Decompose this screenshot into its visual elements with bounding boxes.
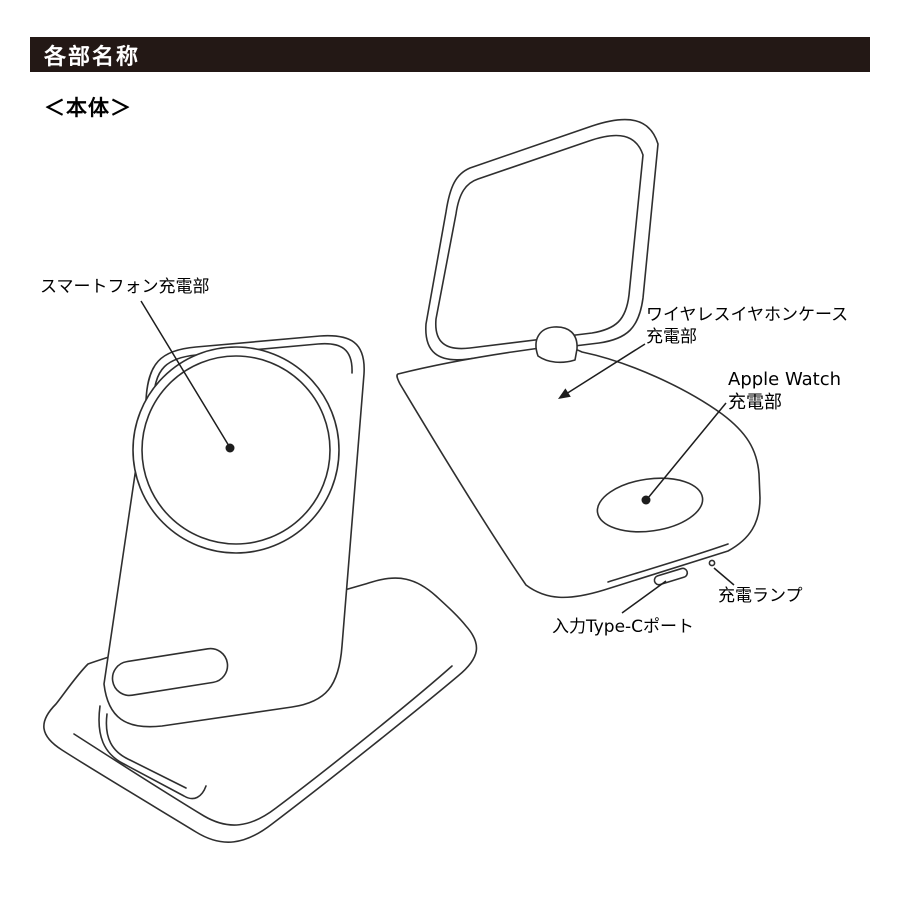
type-c-port-group (653, 567, 689, 586)
section-header-title: 各部名称 (44, 44, 141, 70)
callout-apple-watch-line1: Apple Watch (728, 369, 842, 390)
callout-smartphone-text: スマートフォン充電部 (40, 277, 210, 297)
stand-device (43, 334, 478, 843)
stand-foot-outline (98, 705, 207, 800)
smartphone-leader-line (140, 300, 230, 447)
callout-earphone-charging: ワイヤレスイヤホンケース 充電部 (646, 304, 848, 348)
callout-type-c-port: 入力Type-Cポート (552, 616, 694, 638)
flat-lid-inner-line (435, 134, 644, 350)
hinge-tab (535, 326, 578, 364)
stand-base-thickness-line (73, 665, 453, 826)
flat-lid (425, 118, 659, 361)
flat-base (396, 345, 761, 599)
smartphone-pad-outer-circle (132, 346, 340, 554)
watch-leader-dot (641, 495, 651, 505)
apple-watch-pad (596, 477, 704, 533)
callout-charge-lamp: 充電ランプ (718, 585, 803, 607)
lamp-leader-line (713, 567, 735, 586)
earphone-leader-line (565, 343, 646, 395)
smartphone-pad-inner-circle (141, 355, 331, 545)
callout-smartphone-charging: スマートフォン充電部 (40, 276, 210, 298)
type-c-port (653, 567, 689, 586)
section-header: 各部名称 (30, 37, 870, 72)
flat-base-thickness-line (607, 543, 729, 583)
stand-foot-inner-line (105, 713, 187, 789)
callout-lines (140, 300, 735, 614)
callout-apple-watch-line2: 充電部 (728, 392, 782, 413)
smartphone-leader-dot (225, 443, 235, 453)
subsection-title: ＜本体＞ (44, 96, 132, 120)
earphone-leader-arrowhead (558, 388, 571, 399)
callout-type-c-port-text: 入力Type-Cポート (552, 617, 695, 637)
stand-slot (111, 647, 229, 697)
watch-leader-line (647, 402, 727, 499)
flat-device (396, 118, 761, 599)
type-c-leader-line (621, 580, 667, 614)
callout-earphone-line2: 充電部 (646, 327, 697, 347)
callout-earphone-line1: ワイヤレスイヤホンケース (646, 305, 849, 325)
callout-charge-lamp-text: 充電ランプ (718, 586, 803, 606)
charge-lamp (708, 559, 716, 567)
callout-apple-watch-charging: Apple Watch 充電部 (728, 368, 841, 414)
